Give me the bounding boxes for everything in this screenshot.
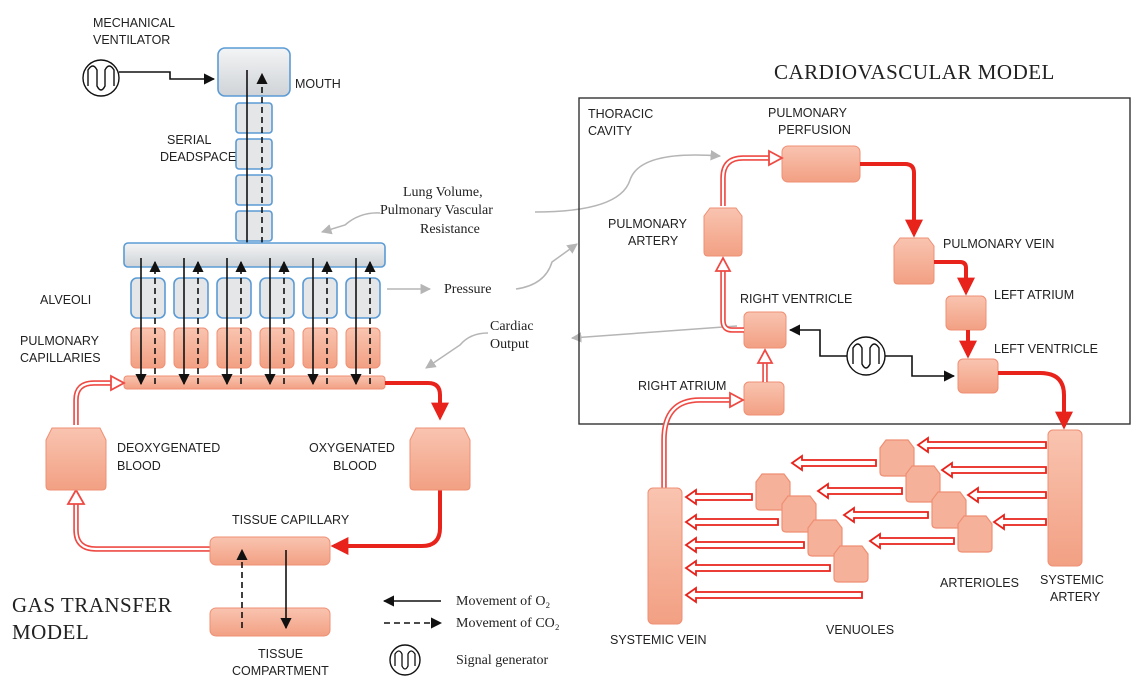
signal-to-right-ventricle-arrow: [790, 330, 847, 356]
pulmonary-perfusion-label-2: PERFUSION: [778, 123, 851, 137]
gas-transfer-title-line1: GAS TRANSFER: [12, 593, 172, 617]
mouth-label: MOUTH: [295, 77, 341, 91]
pulmonary-perfusion-box: [782, 146, 860, 182]
legend: Movement of O₂ Movement of CO₂ Signal ge…: [384, 594, 560, 675]
legend-signal-generator-icon: [390, 645, 420, 675]
oxygenated-label-1: OXYGENATED: [309, 441, 395, 455]
serial-deadspace-label-1: SERIAL: [167, 133, 212, 147]
systemic-artery-label-2: ARTERY: [1050, 590, 1101, 604]
cardiac-output-arrow-right: [572, 326, 737, 338]
tissue-compartment-label-1: TISSUE: [258, 647, 303, 661]
lung-volume-text-3: Resistance: [420, 222, 480, 237]
left-atrium-label: LEFT ATRIUM: [994, 288, 1074, 302]
systemic-vein-label: SYSTEMIC VEIN: [610, 633, 707, 647]
deoxygenated-label-2: BLOOD: [117, 459, 161, 473]
pressure-text: Pressure: [444, 282, 491, 297]
pulmonary-capillaries-label-2: CAPILLARIES: [20, 351, 101, 365]
cardiac-output-arrow-left: [426, 333, 488, 368]
cardiovascular-model-title: CARDIOVASCULAR MODEL: [774, 60, 1055, 84]
gas-transfer-title-line2: MODEL: [12, 620, 89, 644]
deoxygenated-label-1: DEOXYGENATED: [117, 441, 220, 455]
right-ventricle-box: [744, 312, 786, 348]
thoracic-cavity-label-1: THORACIC: [588, 107, 653, 121]
deoxygenated-blood-box: [46, 428, 106, 490]
alveoli-compartments: [131, 278, 380, 318]
right-atrium-label: RIGHT ATRIUM: [638, 379, 726, 393]
oxygenated-to-tissue-flow: [334, 490, 440, 546]
alveoli-label: ALVEOLI: [40, 293, 91, 307]
left-ventricle-to-systemic-artery-flow: [998, 373, 1064, 426]
deoxygenated-to-capillary-flow: [76, 376, 124, 425]
mechanical-ventilator-label-2: VENTILATOR: [93, 33, 170, 47]
pulmonary-capillary-compartments: [131, 328, 380, 368]
right-atrium-box: [744, 382, 784, 415]
pulmonary-vein-label: PULMONARY VEIN: [943, 237, 1054, 251]
cardiac-output-text-1: Cardiac: [490, 319, 534, 334]
mouth-box: [218, 48, 290, 96]
lung-volume-text-2: Pulmonary Vascular: [380, 203, 493, 218]
signal-to-left-ventricle-arrow: [885, 356, 954, 376]
cardiac-output-text-2: Output: [490, 337, 529, 352]
tissue-to-deoxygenated-flow: [68, 490, 210, 549]
left-ventricle-label: LEFT VENTRICLE: [994, 342, 1098, 356]
tissue-capillary-box: [210, 537, 330, 565]
pressure-arrow-right: [516, 244, 577, 289]
right-atrium-to-ventricle-flow: [758, 350, 772, 382]
systemic-artery-box: [1048, 430, 1082, 566]
ventilator-to-mouth-arrow: [119, 72, 214, 79]
heart-signal-generator-icon: [847, 337, 885, 375]
systemic-vein-to-right-atrium-flow: [664, 393, 743, 488]
lung-volume-left-arrow: [322, 213, 380, 232]
serial-deadspace-label-2: DEADSPACE: [160, 150, 236, 164]
oxygenated-label-2: BLOOD: [333, 459, 377, 473]
mechanical-ventilator-label-1: MECHANICAL: [93, 16, 175, 30]
lung-volume-right-arrow: [535, 155, 720, 212]
right-ventricle-label: RIGHT VENTRICLE: [740, 292, 852, 306]
oxygenated-blood-box: [410, 428, 470, 490]
venuoles-label: VENUOLES: [826, 623, 894, 637]
pulmonary-vein-box: [894, 238, 934, 284]
perfusion-to-vein-flow: [860, 164, 914, 234]
tissue-capillary-label: TISSUE CAPILLARY: [232, 513, 350, 527]
systemic-artery-label-1: SYSTEMIC: [1040, 573, 1104, 587]
left-ventricle-box: [958, 359, 998, 393]
capillary-to-oxygenated-flow: [385, 383, 440, 417]
legend-co2-text: Movement of CO₂: [456, 616, 560, 631]
legend-o2-text: Movement of O₂: [456, 594, 550, 609]
pulmonary-artery-to-perfusion-flow: [723, 151, 782, 206]
tissue-compartment-box: [210, 608, 330, 636]
mechanical-ventilator-icon: [83, 60, 119, 96]
pulmonary-artery-label-2: ARTERY: [628, 234, 679, 248]
capillary-manifold: [124, 376, 385, 389]
bronchial-manifold: [124, 243, 385, 267]
tissue-compartment-label-2: COMPARTMENT: [232, 664, 329, 678]
vein-to-left-atrium-flow: [934, 262, 966, 292]
pulmonary-artery-box: [704, 208, 742, 256]
systemic-vein-box: [648, 488, 682, 624]
pulmonary-capillaries-label-1: PULMONARY: [20, 334, 100, 348]
legend-signal-text: Signal generator: [456, 653, 548, 668]
thoracic-cavity-label-2: CAVITY: [588, 124, 633, 138]
pulmonary-artery-label-1: PULMONARY: [608, 217, 688, 231]
lung-volume-text-1: Lung Volume,: [403, 185, 483, 200]
arterioles-label: ARTERIOLES: [940, 576, 1019, 590]
left-atrium-box: [946, 296, 986, 330]
serial-deadspace-boxes: [236, 103, 272, 241]
pulmonary-perfusion-label-1: PULMONARY: [768, 106, 848, 120]
